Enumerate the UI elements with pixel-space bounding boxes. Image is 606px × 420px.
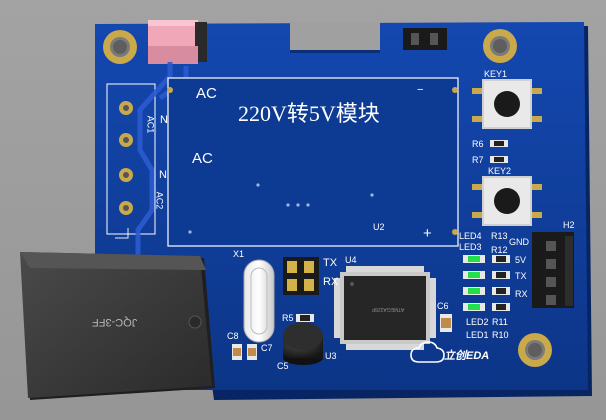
label-r6: R6 [472,139,484,149]
label-u3: U3 [325,351,337,361]
label-relay: JQC-3FF [92,316,138,328]
label-logo: 立创EDA [444,350,490,362]
label-r11: R11 [492,317,508,327]
relay-jqc3ff [20,252,215,400]
power-module-u2 [167,77,459,247]
label-r5: R5 [282,313,294,323]
label-led2: LED2 [466,317,489,327]
r6-r7-resistors [490,140,508,163]
mount-hole-br [518,333,552,367]
label-c8: C8 [227,331,239,341]
label-r12: R12 [491,245,508,255]
label-r13: R13 [491,231,508,241]
label-ac1: AC1 [145,115,156,134]
label-c6: C6 [437,301,449,311]
label-c5: C5 [277,361,289,371]
label-led4: LED4 [459,231,482,241]
jumper-tx-rx [283,257,319,295]
label-tx: TX [323,257,338,269]
label-key1: KEY1 [484,69,508,79]
key1-switch [472,79,542,129]
lceda-logo [410,341,445,363]
label-5v: 5V [515,255,527,265]
svg-text:ATMEGA328P: ATMEGA328P [371,306,404,312]
mount-hole-tl [103,30,137,64]
label-r7: R7 [472,155,484,165]
label-h2-rx: RX [515,289,528,299]
label-ac-top: AC [196,85,217,102]
label-gnd: GND [509,237,529,247]
key2-switch [472,176,542,226]
label-n-top: N [160,114,168,126]
label-x1: X1 [233,249,245,259]
pcb-notch [290,22,380,52]
crystal-x1 [243,259,275,343]
label-rx: RX [323,276,339,288]
label-module-title: 220V转5V模块 [238,101,380,126]
electrolytic-u3 [283,322,323,365]
label-u2: U2 [373,222,385,232]
mount-hole-tr [483,29,517,63]
pink-switch [148,20,207,64]
label-r10: R10 [492,330,509,340]
label-led3: LED3 [459,242,482,252]
top-header-2pin [403,28,447,50]
label-u4: U4 [345,255,357,265]
label-ac-mid: AC [192,150,213,167]
label-h2: H2 [563,220,575,230]
small-smd [232,314,452,360]
label-plus: + [423,225,432,242]
label-n-mid: N [159,169,167,181]
label-minus: − [417,84,424,96]
label-led1: LED1 [466,330,489,340]
label-h2-tx: TX [515,271,527,281]
mcu-u4: ATMEGA328P [334,266,436,350]
label-key2: KEY2 [488,166,512,176]
h2-header [532,232,574,308]
label-ac2: AC2 [154,191,165,210]
label-c7: C7 [261,343,273,353]
led-array [463,255,510,311]
